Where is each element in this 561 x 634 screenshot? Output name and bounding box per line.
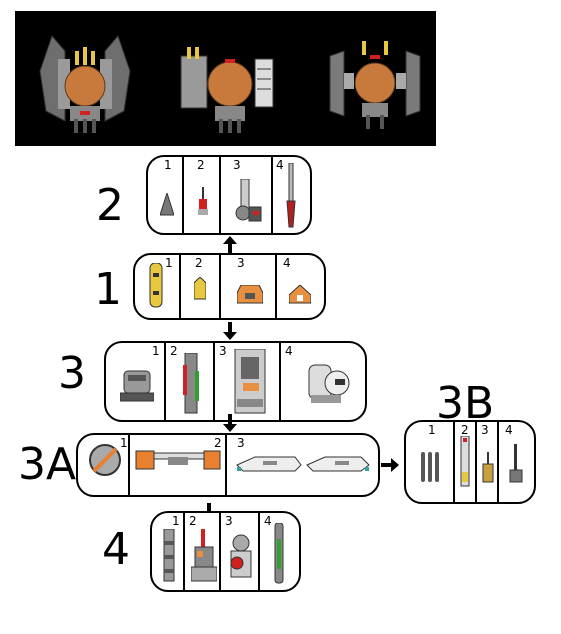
ship-wide-wings-icon xyxy=(39,35,131,133)
no-entry-disc-icon xyxy=(89,444,121,476)
tier-4-slot-4[interactable]: 4 xyxy=(260,513,299,590)
tier-label-1: 1 xyxy=(94,264,122,315)
tier-label-4: 4 xyxy=(102,524,130,575)
shield-generator-icon xyxy=(308,364,350,403)
arrow-down-icon xyxy=(223,322,237,340)
tier-row-3: 1 2 3 4 xyxy=(104,341,367,422)
red-cargo-pod-icon xyxy=(230,534,252,578)
tier-3b-slot-1[interactable]: 1 xyxy=(406,422,455,502)
orange-cabin-icon xyxy=(237,285,263,304)
ship-side-pods-icon xyxy=(180,47,274,133)
small-bottle-icon xyxy=(482,452,494,483)
tier-label-3a: 3A xyxy=(18,439,77,490)
tier-3-slot-2[interactable]: 2 xyxy=(166,343,215,420)
tier-3-slot-4[interactable]: 4 xyxy=(281,343,365,420)
red-lance-icon xyxy=(286,163,296,228)
tall-canister-icon xyxy=(460,436,470,487)
armored-module-icon xyxy=(120,370,154,402)
ship-banner xyxy=(15,11,436,146)
reactor-frame-icon xyxy=(234,349,266,414)
tier-label-3b: 3B xyxy=(436,378,495,429)
arrow-right-icon xyxy=(381,458,399,472)
tier-2-slot-4[interactable]: 4 xyxy=(273,157,310,233)
tier-label-3: 3 xyxy=(58,348,86,399)
ship-angled-wings-icon xyxy=(329,41,421,129)
tier-3b-slot-4[interactable]: 4 xyxy=(499,422,534,502)
engine-cluster-icon xyxy=(191,529,217,582)
antenna-mast-icon xyxy=(509,444,523,483)
yellow-capsule-icon xyxy=(149,263,163,308)
segmented-tower-icon xyxy=(163,529,175,582)
tier-2-slot-2[interactable]: 2 xyxy=(184,157,221,233)
nose-cone-icon xyxy=(160,193,174,216)
small-pod-icon xyxy=(194,277,206,300)
tier-1-slot-4[interactable]: 4 xyxy=(277,255,324,318)
tier-4-slot-2[interactable]: 2 xyxy=(185,513,221,590)
red-missile-icon xyxy=(198,187,208,215)
turret-assembly-icon xyxy=(235,179,262,222)
arrow-up-icon xyxy=(223,236,237,254)
twin-blades-icon xyxy=(236,456,370,472)
tier-3b-slot-3[interactable]: 3 xyxy=(477,422,499,502)
green-core-rod-icon xyxy=(274,523,284,584)
triple-rods-icon xyxy=(421,452,439,482)
tier-3-slot-3[interactable]: 3 xyxy=(215,343,281,420)
tier-row-1: 1 2 3 4 xyxy=(133,253,326,320)
tier-row-2: 1 2 3 4 xyxy=(146,155,312,235)
tier-2-slot-3[interactable]: 3 xyxy=(221,157,273,233)
tier-3a-slot-3[interactable]: 3 xyxy=(227,435,378,495)
tier-4-slot-1[interactable]: 1 xyxy=(152,513,185,590)
tier-1-slot-1[interactable]: 1 xyxy=(135,255,181,318)
tier-1-slot-3[interactable]: 3 xyxy=(221,255,277,318)
tier-3a-slot-2[interactable]: 2 xyxy=(130,435,227,495)
tier-3b-slot-2[interactable]: 2 xyxy=(455,422,477,502)
tier-3a-slot-1[interactable]: 1 xyxy=(78,435,130,495)
wing-bracket-icon xyxy=(135,450,221,470)
tier-row-4: 1 2 3 4 xyxy=(150,511,301,592)
tier-1-slot-2[interactable]: 2 xyxy=(181,255,221,318)
tier-row-3a: 1 2 3 xyxy=(76,433,380,497)
engine-column-icon xyxy=(183,353,199,414)
tier-3-slot-1[interactable]: 1 xyxy=(106,343,166,420)
arrow-down-icon xyxy=(223,414,237,432)
tier-2-slot-1[interactable]: 1 xyxy=(148,157,184,233)
tier-label-2: 2 xyxy=(96,180,124,231)
tier-4-slot-3[interactable]: 3 xyxy=(221,513,260,590)
tier-row-3b: 1 2 3 4 xyxy=(404,420,536,504)
orange-dome-icon xyxy=(289,285,311,304)
